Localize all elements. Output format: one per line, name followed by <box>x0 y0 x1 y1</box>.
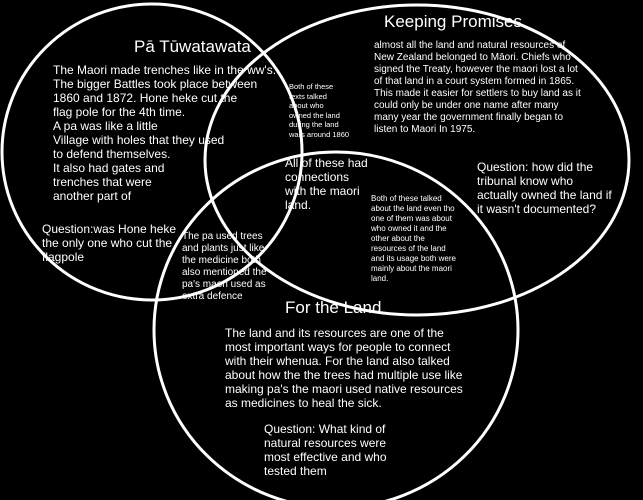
promises-text: almost all the land and natural resource… <box>374 40 581 135</box>
land-text: The land and its resources are one of th… <box>225 326 463 410</box>
circle-pa-tuwatawata <box>0 2 304 302</box>
overlap-promises-land: Both of these talked about the land even… <box>371 194 456 283</box>
circle-keeping-promises <box>203 3 631 317</box>
circle-for-the-land <box>152 150 520 500</box>
pa-question: Question:was Hone heke the only one who … <box>42 222 177 264</box>
land-question: Question: What kind of natural resources… <box>264 422 387 478</box>
pa-title: Pā Tūwatawata <box>134 37 251 56</box>
overlap-pa-promises: Both of these texts talked about who own… <box>289 82 350 139</box>
land-title: For the Land <box>285 298 382 317</box>
promises-title: Keeping Promises <box>384 12 522 31</box>
overlap-pa-land: The pa used trees and plants just like t… <box>182 231 267 302</box>
overlap-center: All of these had connections with the ma… <box>285 156 368 212</box>
pa-text: The Maori made trenches like in the ww's… <box>53 63 277 203</box>
promises-question: Question: how did the tribunal know who … <box>477 160 612 216</box>
